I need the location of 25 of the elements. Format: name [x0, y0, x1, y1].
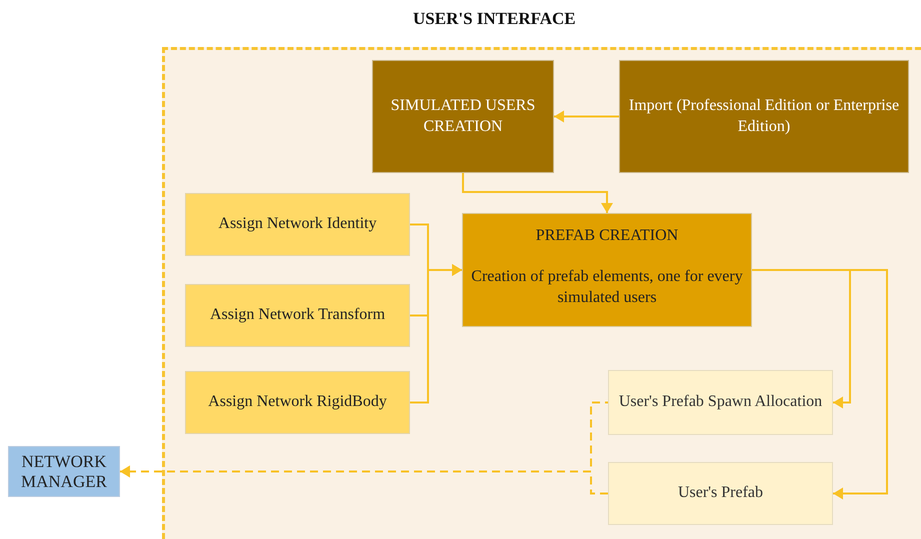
process-box [462, 213, 752, 327]
box-text: Assign Network RigidBody [208, 392, 387, 412]
box-text: Assign Network Identity [218, 214, 377, 234]
arrow [752, 269, 888, 500]
group-title: USER'S INTERFACE [413, 8, 577, 30]
process-box [185, 193, 410, 256]
box-text: Import (Professional Edition or Enterprise Edition) [628, 96, 900, 136]
arrow [554, 110, 619, 122]
arrow [120, 466, 608, 494]
box-heading: PREFAB CREATION [536, 226, 678, 246]
process-box [185, 284, 410, 347]
box-text: NETWORK MANAGER [20, 452, 108, 492]
process-box [185, 371, 410, 434]
box-text: User's Prefab [678, 483, 764, 504]
box-text: SIMULATED USERS CREATION [390, 96, 536, 136]
process-box [619, 60, 909, 173]
process-box [372, 60, 554, 173]
arrow [410, 264, 462, 404]
arrow [462, 173, 613, 213]
box-text: User's Prefab Spawn Allocation [618, 392, 822, 412]
process-box [8, 446, 120, 497]
process-box [608, 370, 833, 435]
box-text: Assign Network Transform [210, 305, 386, 326]
box-text: Creation of prefab elements, one for every simulated users [471, 266, 743, 308]
process-box [608, 462, 833, 525]
